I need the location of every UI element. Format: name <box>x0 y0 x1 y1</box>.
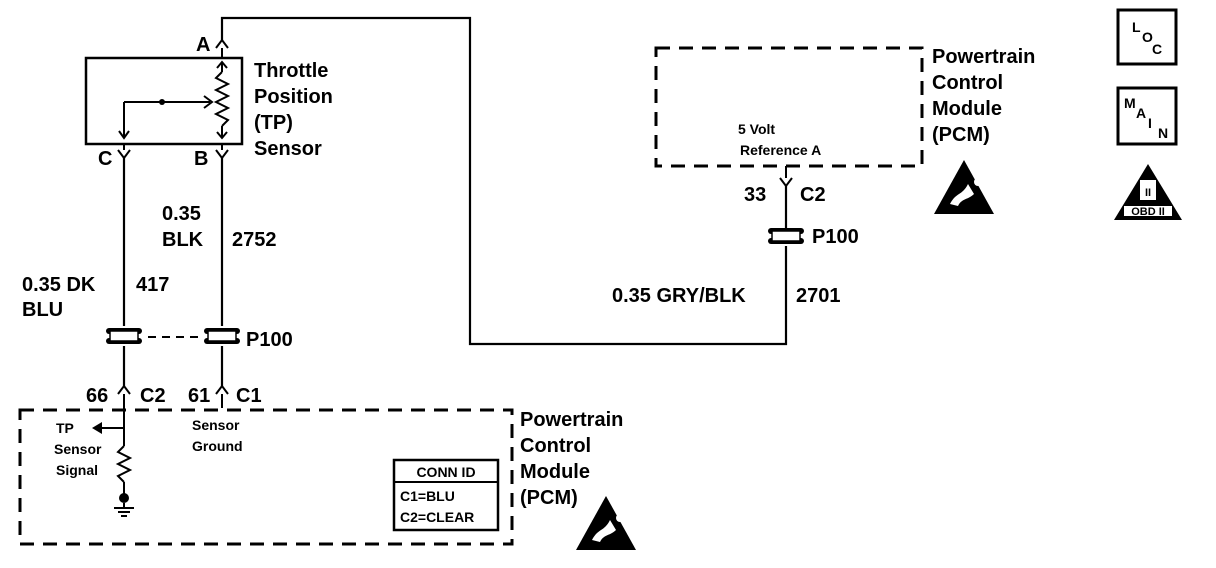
potentiometer-icon <box>118 60 231 140</box>
conn-id-c2: C2=CLEAR <box>400 509 474 525</box>
pin-61-terminal <box>215 384 229 408</box>
ref-line2: Reference A <box>740 142 821 158</box>
sensor-name-line3: (TP) <box>254 112 293 134</box>
conn-id-box <box>392 458 500 532</box>
pin-61-label: 61 <box>188 385 210 407</box>
conn-id-c1: C1=BLU <box>400 488 455 504</box>
pin-66-label: 66 <box>86 385 108 407</box>
wire-2701-size: 0.35 GRY/BLK <box>612 285 746 307</box>
wire-2701-circuit: 2701 <box>796 285 841 307</box>
pin-33-terminal <box>779 166 793 188</box>
main-icon-n: N <box>1158 125 1168 141</box>
main-icon-a: A <box>1136 105 1146 121</box>
pcm-upper-line1: Powertrain <box>932 46 1035 68</box>
ground-icon <box>114 507 134 517</box>
wire-417-size-line1: 0.35 DK <box>22 274 96 296</box>
tp-sensor-box <box>84 56 244 146</box>
wire-417-circuit: 417 <box>136 274 169 296</box>
loc-icon-c: C <box>1152 41 1162 57</box>
c1-left-label: C1 <box>236 385 262 407</box>
tp-signal-resistor-icon <box>92 422 133 508</box>
p100-upper-connector-icon <box>768 228 804 244</box>
wire-2752-size-line1: 0.35 <box>162 203 201 225</box>
pcm-upper-line2: Control <box>932 72 1003 94</box>
p100-upper-label: P100 <box>812 226 859 248</box>
tp-signal-line2: Sensor <box>54 441 102 457</box>
tp-signal-line1: TP <box>56 420 74 436</box>
sensor-name-line1: Throttle <box>254 60 328 82</box>
loc-icon-l: L <box>1132 19 1141 35</box>
sensor-ground-line2: Ground <box>192 438 243 454</box>
pin-33-label: 33 <box>744 184 766 206</box>
pcm-lower-line1: Powertrain <box>520 409 623 431</box>
pin-b-label: B <box>194 148 208 170</box>
sensor-name-line2: Position <box>254 86 333 108</box>
sensor-ground-line1: Sensor <box>192 417 240 433</box>
conn-id-title: CONN ID <box>416 464 475 480</box>
pcm-lower-box <box>18 408 514 546</box>
p100-left-connector-icon <box>106 328 142 344</box>
pin-b-terminal <box>215 144 229 160</box>
obd-icon-top: II <box>1145 187 1151 199</box>
ref-line1: 5 Volt <box>738 121 775 137</box>
loc-icon-o: O <box>1142 29 1153 45</box>
wire-2752-circuit: 2752 <box>232 229 277 251</box>
esd-warning-icon <box>576 496 636 550</box>
c2-left-label: C2 <box>140 385 166 407</box>
p100-left-label: P100 <box>246 329 293 351</box>
pcm-upper-box <box>654 46 924 168</box>
pcm-lower-line3: Module <box>520 461 590 483</box>
main-icon <box>1116 86 1178 146</box>
pin-66-terminal <box>117 384 131 428</box>
p100-right-connector-icon <box>204 328 240 344</box>
wire-2701 <box>220 16 788 346</box>
pin-c-label: C <box>98 148 112 170</box>
esd-warning-icon-upper <box>934 160 994 214</box>
pin-c-terminal <box>117 144 131 160</box>
main-icon-m: M <box>1124 95 1136 111</box>
pin-a-label: A <box>196 34 210 56</box>
obd-ii-icon <box>1114 164 1182 220</box>
wire-417-size-line2: BLU <box>22 299 63 321</box>
tp-signal-line3: Signal <box>56 462 98 478</box>
pin-a-terminal <box>215 38 229 58</box>
pcm-lower-line4: (PCM) <box>520 487 578 509</box>
c2-right-label: C2 <box>800 184 826 206</box>
wire-2752-size-line2: BLK <box>162 229 204 251</box>
main-icon-i: I <box>1148 115 1152 131</box>
pcm-lower-line2: Control <box>520 435 591 457</box>
loc-icon <box>1116 8 1178 66</box>
sensor-name-line4: Sensor <box>254 138 322 160</box>
obd-icon-bottom: OBD II <box>1131 206 1165 218</box>
pcm-upper-line4: (PCM) <box>932 124 990 146</box>
pcm-upper-line3: Module <box>932 98 1002 120</box>
